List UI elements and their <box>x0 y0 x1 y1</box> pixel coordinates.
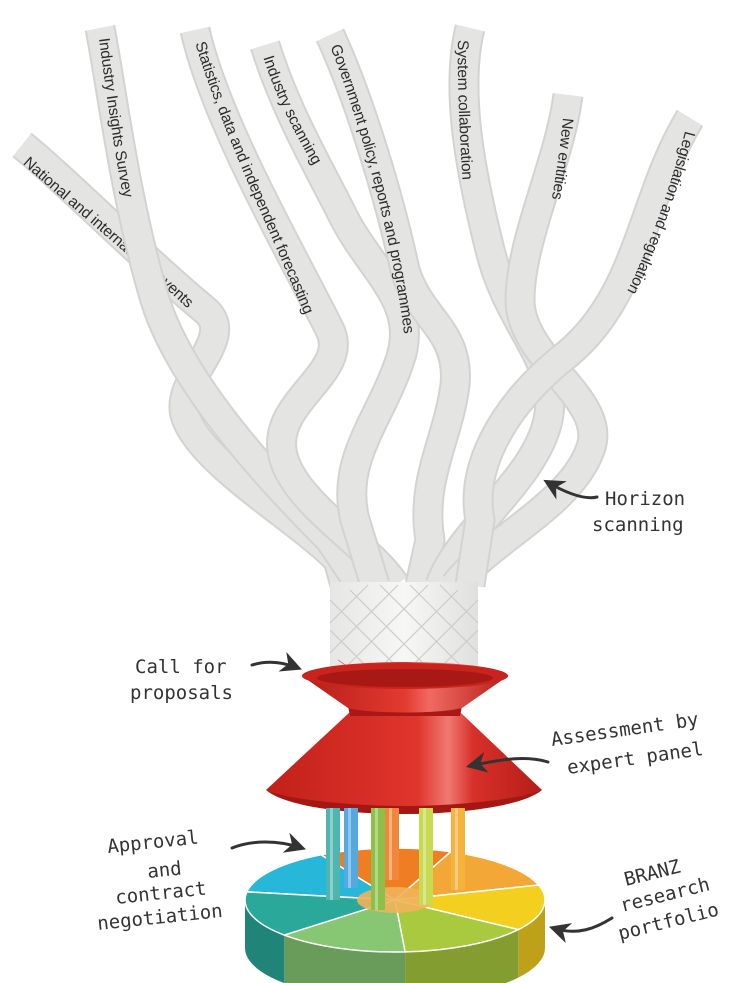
call-arrow <box>252 662 298 668</box>
annotation-call-for-proposals: Call for proposals <box>130 656 298 704</box>
stream-label-3: Statistics, data and independent forecas… <box>191 40 316 317</box>
portfolio-arrow <box>553 918 612 931</box>
stream-label-1: National and international events <box>20 154 197 312</box>
horizon-scanning-streams: National and international eventsIndustr… <box>20 28 698 585</box>
call-label-line2: proposals <box>130 682 233 704</box>
assessment-funnel <box>266 662 542 814</box>
approval-label-line1: Approval <box>106 827 199 858</box>
horizon-label-line1: Horizon <box>605 488 685 510</box>
approval-label-line2: and <box>146 858 182 883</box>
horizon-label-line2: scanning <box>592 514 684 536</box>
annotation-portfolio: BRANZ research portfolio <box>553 856 721 945</box>
call-label-line1: Call for <box>135 656 227 678</box>
approval-arrow <box>232 842 302 848</box>
